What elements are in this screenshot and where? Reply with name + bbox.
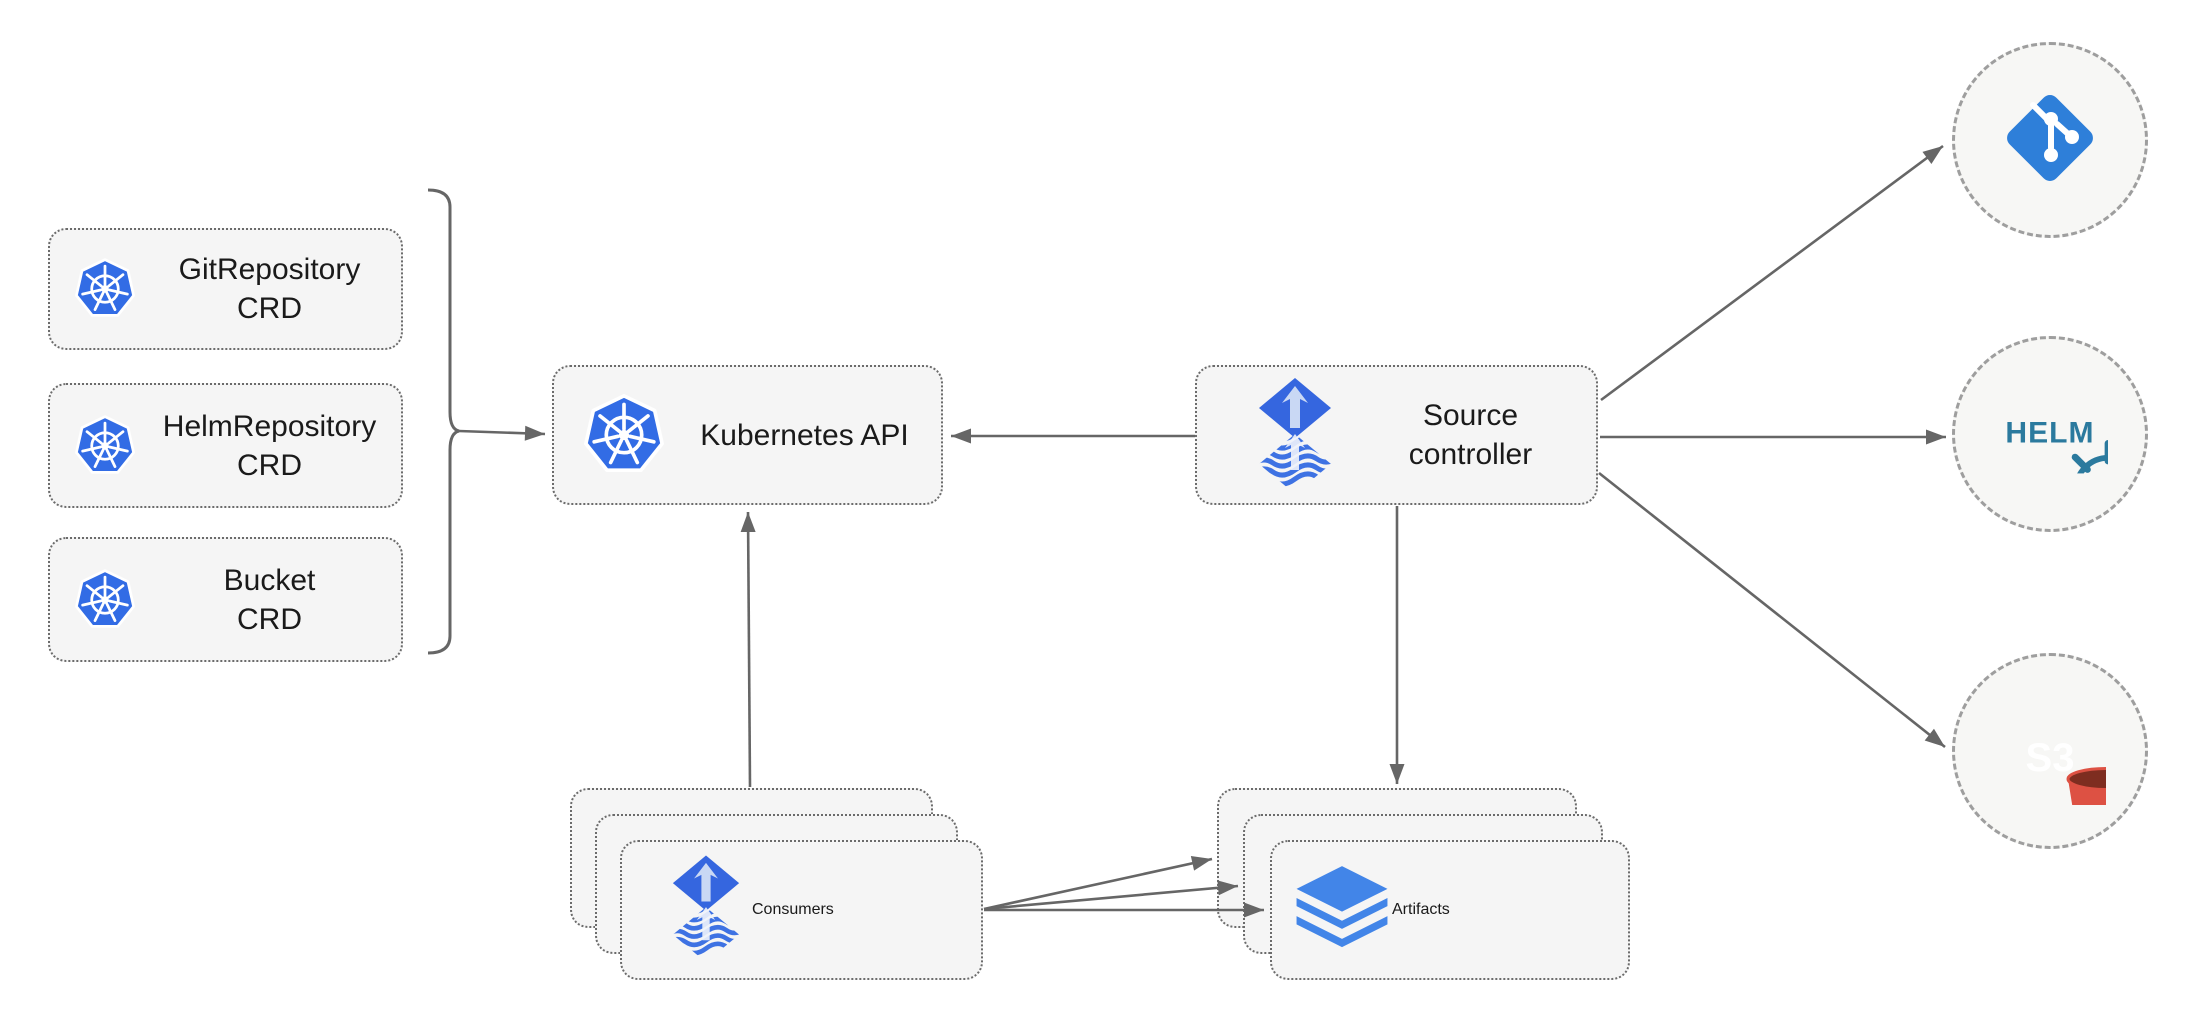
- node-label-line1: Bucket: [223, 563, 316, 597]
- kubernetes-icon: [72, 413, 138, 479]
- helm-icon: HELM: [1992, 374, 2108, 495]
- kubernetes-icon: [580, 391, 668, 479]
- node-label: HelmRepository CRD: [138, 407, 401, 485]
- node-label-text: Consumers: [752, 901, 834, 918]
- kubernetes-icon: [72, 256, 138, 322]
- node-helmrepository-crd: HelmRepository CRD: [48, 383, 403, 508]
- arrow-source-to-s3: [1598, 471, 1946, 749]
- node-label: Kubernetes API: [668, 416, 941, 455]
- node-artifacts: Artifacts: [1270, 840, 1630, 980]
- arrow-source-to-git: [1600, 144, 1944, 402]
- node-label: Source controller: [1345, 396, 1596, 474]
- node-label-line2: controller: [1408, 438, 1533, 471]
- arrow-consumers-to-artifacts-2: [983, 880, 1239, 911]
- arrow-consumers-to-kubernetes-api: [740, 511, 756, 788]
- arrow-bracket-to-kubernetes-api: [458, 425, 546, 441]
- node-consumers: Consumers: [620, 840, 983, 980]
- consumers-stack: Consumers: [570, 788, 983, 980]
- external-helm-circle: HELM: [1952, 336, 2148, 532]
- s3-label: S3: [2026, 736, 2075, 780]
- node-label-line2: CRD: [237, 292, 302, 325]
- flux-icon: [1245, 376, 1345, 494]
- helm-label: HELM: [2005, 416, 2094, 449]
- node-source-controller: Source controller: [1195, 365, 1598, 505]
- s3-bucket-icon: S3: [1994, 693, 2106, 810]
- external-git-circle: [1952, 42, 2148, 238]
- node-label-text: Artifacts: [1392, 901, 1450, 918]
- node-label-line2: CRD: [237, 602, 302, 636]
- kubernetes-icon: [72, 567, 138, 633]
- external-s3-circle: S3: [1952, 653, 2148, 849]
- flux-icon: [660, 853, 752, 968]
- node-label-text: Kubernetes API: [700, 418, 909, 452]
- node-bucket-crd: Bucket CRD: [48, 537, 403, 662]
- node-label-line1: HelmRepository: [162, 409, 377, 443]
- node-label: Bucket CRD: [138, 561, 401, 639]
- node-label-line2: CRD: [237, 448, 302, 482]
- layers-icon: [1292, 858, 1392, 963]
- node-label: Consumers: [752, 901, 834, 919]
- crd-group-bracket: [427, 188, 460, 655]
- node-label-line1: GitRepository: [178, 253, 361, 286]
- arrow-consumers-to-artifacts-1: [983, 855, 1213, 911]
- node-kubernetes-api: Kubernetes API: [552, 365, 943, 505]
- node-label-line1: Source: [1422, 399, 1519, 432]
- git-icon: [1998, 86, 2102, 195]
- node-label: GitRepository CRD: [138, 250, 401, 328]
- node-label: Artifacts: [1392, 901, 1450, 919]
- node-gitrepository-crd: GitRepository CRD: [48, 228, 403, 350]
- artifacts-stack: Artifacts: [1217, 788, 1630, 980]
